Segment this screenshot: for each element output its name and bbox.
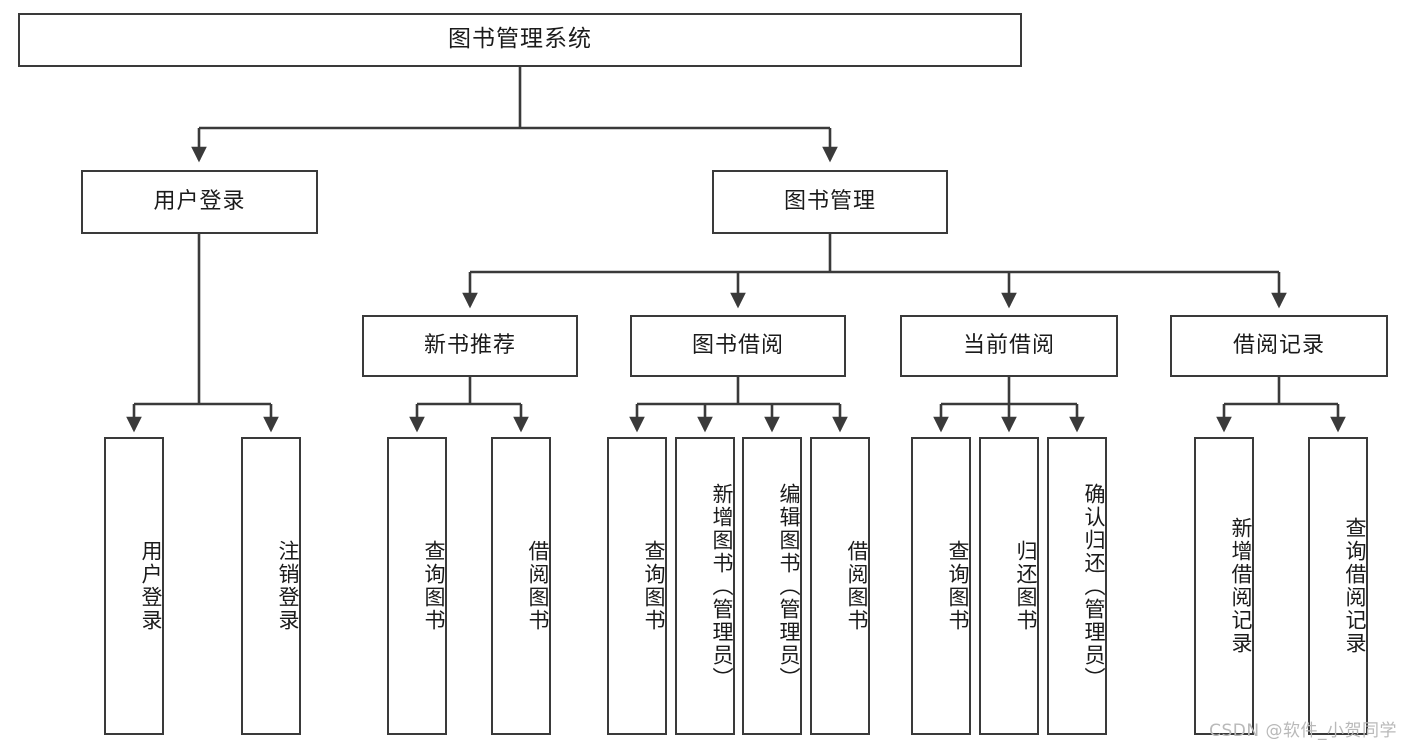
node-label: 新书推荐: [423, 332, 516, 358]
leaf-borrow-query-book[interactable]: 查询图书: [607, 437, 667, 735]
node-book-management[interactable]: 图书管理: [712, 170, 948, 234]
leaf-current-confirm-return-admin[interactable]: 确认归还（管理员）: [1047, 437, 1107, 735]
leaf-user-login-login[interactable]: 用户登录: [104, 437, 164, 735]
node-label: 借阅记录: [1232, 332, 1325, 358]
node-label: 当前借阅: [962, 332, 1055, 358]
node-label: 用户登录: [139, 540, 163, 632]
node-label: 图书借阅: [691, 332, 784, 358]
node-label: 确认归还（管理员）: [1082, 482, 1106, 690]
node-label: 查询图书: [642, 540, 666, 632]
leaf-new-book-borrow[interactable]: 借阅图书: [491, 437, 551, 735]
node-label: 用户登录: [153, 188, 246, 214]
node-borrow-record[interactable]: 借阅记录: [1170, 315, 1388, 377]
leaf-current-return-book[interactable]: 归还图书: [979, 437, 1039, 735]
leaf-record-query-record[interactable]: 查询借阅记录: [1308, 437, 1368, 735]
node-label: 借阅图书: [845, 540, 869, 632]
node-label: 新增图书（管理员）: [710, 482, 734, 690]
node-current-borrow[interactable]: 当前借阅: [900, 315, 1118, 377]
leaf-new-book-query[interactable]: 查询图书: [387, 437, 447, 735]
node-label: 图书管理: [783, 188, 876, 214]
node-label: 查询借阅记录: [1343, 517, 1367, 655]
node-user-login[interactable]: 用户登录: [81, 170, 318, 234]
node-label: 新增借阅记录: [1229, 517, 1253, 655]
node-label: 图书管理系统: [448, 26, 592, 53]
node-root-book-management-system[interactable]: 图书管理系统: [18, 13, 1022, 67]
node-label: 注销登录: [276, 540, 300, 632]
node-label: 查询图书: [946, 540, 970, 632]
node-label: 查询图书: [422, 540, 446, 632]
node-label: 编辑图书（管理员）: [777, 482, 801, 690]
leaf-current-query-book[interactable]: 查询图书: [911, 437, 971, 735]
leaf-user-login-logout[interactable]: 注销登录: [241, 437, 301, 735]
csdn-watermark: CSDN @软件_小贺同学: [1209, 721, 1397, 741]
node-label: 归还图书: [1014, 540, 1038, 632]
leaf-borrow-borrow-book[interactable]: 借阅图书: [810, 437, 870, 735]
leaf-borrow-edit-book-admin[interactable]: 编辑图书（管理员）: [742, 437, 802, 735]
leaf-borrow-add-book-admin[interactable]: 新增图书（管理员）: [675, 437, 735, 735]
node-book-borrow[interactable]: 图书借阅: [630, 315, 846, 377]
leaf-record-add-record[interactable]: 新增借阅记录: [1194, 437, 1254, 735]
node-new-book-recommend[interactable]: 新书推荐: [362, 315, 578, 377]
node-label: 借阅图书: [526, 540, 550, 632]
